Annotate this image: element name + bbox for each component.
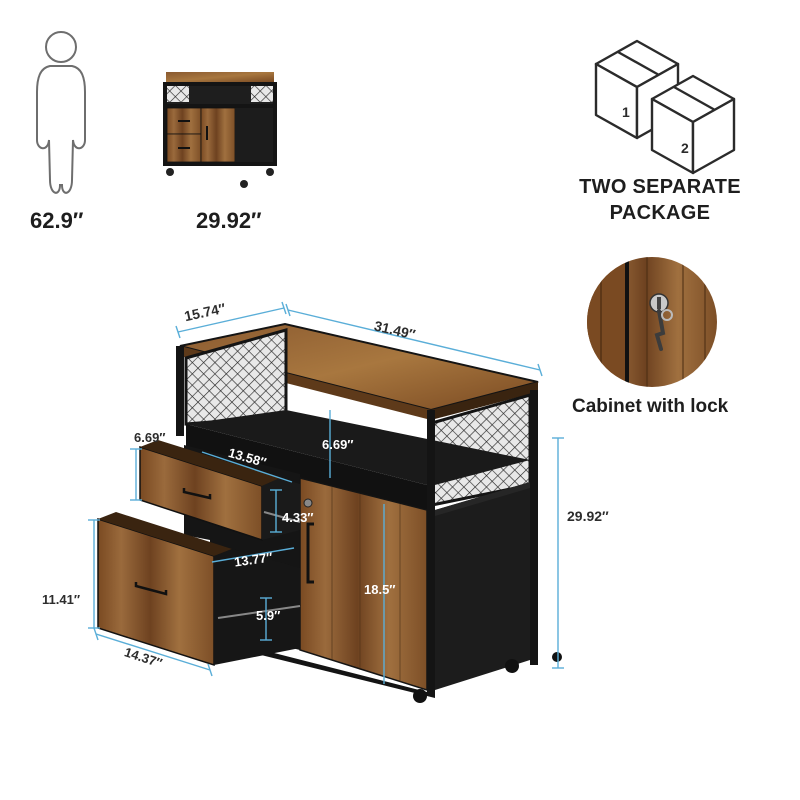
packages-title-line1: TWO SEPARATE	[579, 176, 741, 198]
cabinet-main	[97, 322, 562, 703]
lock-caption: Cabinet with lock	[572, 396, 729, 417]
dim-total-height: 29.92″	[567, 508, 609, 524]
packages-title: TWO SEPARATE PACKAGE	[560, 174, 760, 226]
key-lock-icon	[587, 257, 717, 387]
thumbnail-height-label: 29.92″	[196, 208, 262, 233]
box-2-number: 2	[681, 140, 689, 156]
cabinet-thumbnail	[163, 72, 277, 188]
dim-bottom-drawer-inner-height: 5.9″	[256, 608, 281, 623]
dim-shelf-height: 6.69″	[322, 437, 354, 452]
box-icon	[594, 39, 736, 175]
dimension-lines	[88, 301, 564, 684]
dim-door-height: 18.5″	[364, 582, 396, 597]
box-1-number: 1	[622, 104, 630, 120]
person-silhouette-icon	[36, 31, 86, 194]
dim-top-drawer-inner-height: 4.33″	[282, 510, 314, 525]
dim-top-drawer-height: 6.69″	[134, 430, 166, 445]
packages-title-line2: PACKAGE	[609, 202, 711, 224]
person-height-label: 62.9″	[30, 208, 84, 233]
dim-bottom-drawer-height: 11.41″	[42, 592, 81, 607]
lock-detail-photo	[587, 257, 717, 387]
